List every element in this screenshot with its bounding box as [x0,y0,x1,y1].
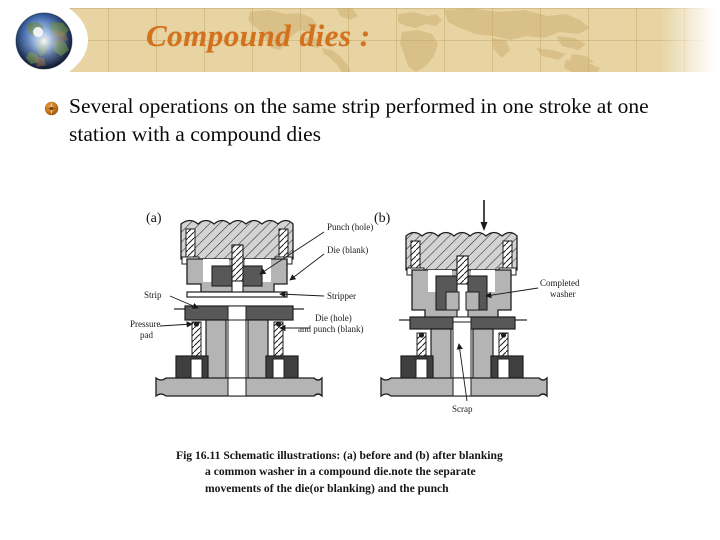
upper-ram-b [405,231,518,271]
label-completed-washer-2: washer [550,289,576,299]
figure-panel-b: (b) [374,200,580,414]
stripper-plate-a [186,291,288,298]
label-punch-hole: Punch (hole) [327,222,373,232]
globe-earth-icon [15,12,73,70]
compass-bullet-icon [44,101,59,116]
label-strip: Strip [144,290,162,300]
caption-line-2: a common washer in a compound die.note t… [205,465,476,479]
label-die-hole-2: and punch (blank) [298,324,363,334]
caption-line-3: movements of the die(or blanking) and th… [205,481,449,495]
panel-a-letter: (a) [146,211,162,226]
punch-block-left-a [211,265,235,287]
lower-die-right-b [472,328,494,382]
label-completed-washer-1: Completed [540,278,580,288]
caption-line-1: Fig 16.11 Schematic illustrations: (a) b… [176,449,503,462]
completed-washer [445,291,460,311]
lower-die-right-a [247,319,269,382]
upper-ram-a [180,219,294,260]
title-banner [0,8,720,72]
figure-caption: Fig 16.11 Schematic illustrations: (a) b… [176,448,616,497]
panel-b-letter: (b) [374,211,391,226]
page-title: Compound dies : [146,18,371,53]
label-scrap: Scrap [452,404,473,414]
compound-die-schematic-figure: (a) [128,196,618,424]
banner-grid-lines [0,8,720,72]
label-pressure-pad-1: Pressure [130,319,161,329]
press-direction-arrow [480,222,488,231]
label-stripper: Stripper [327,291,356,301]
bullet-list: Several operations on the same strip per… [44,92,664,149]
lower-die-left-b [430,328,452,382]
label-pressure-pad-2: pad [140,330,153,340]
bullet-item-text: Several operations on the same strip per… [69,94,649,147]
label-die-hole-1: Die (hole) [315,313,352,323]
world-map-watermark [248,8,600,72]
lower-die-left-a [205,319,227,382]
figure-panel-a: (a) [130,211,373,398]
banner-background [0,8,720,72]
label-die-blank: Die (blank) [327,245,368,255]
banner-right-fade [660,8,720,72]
